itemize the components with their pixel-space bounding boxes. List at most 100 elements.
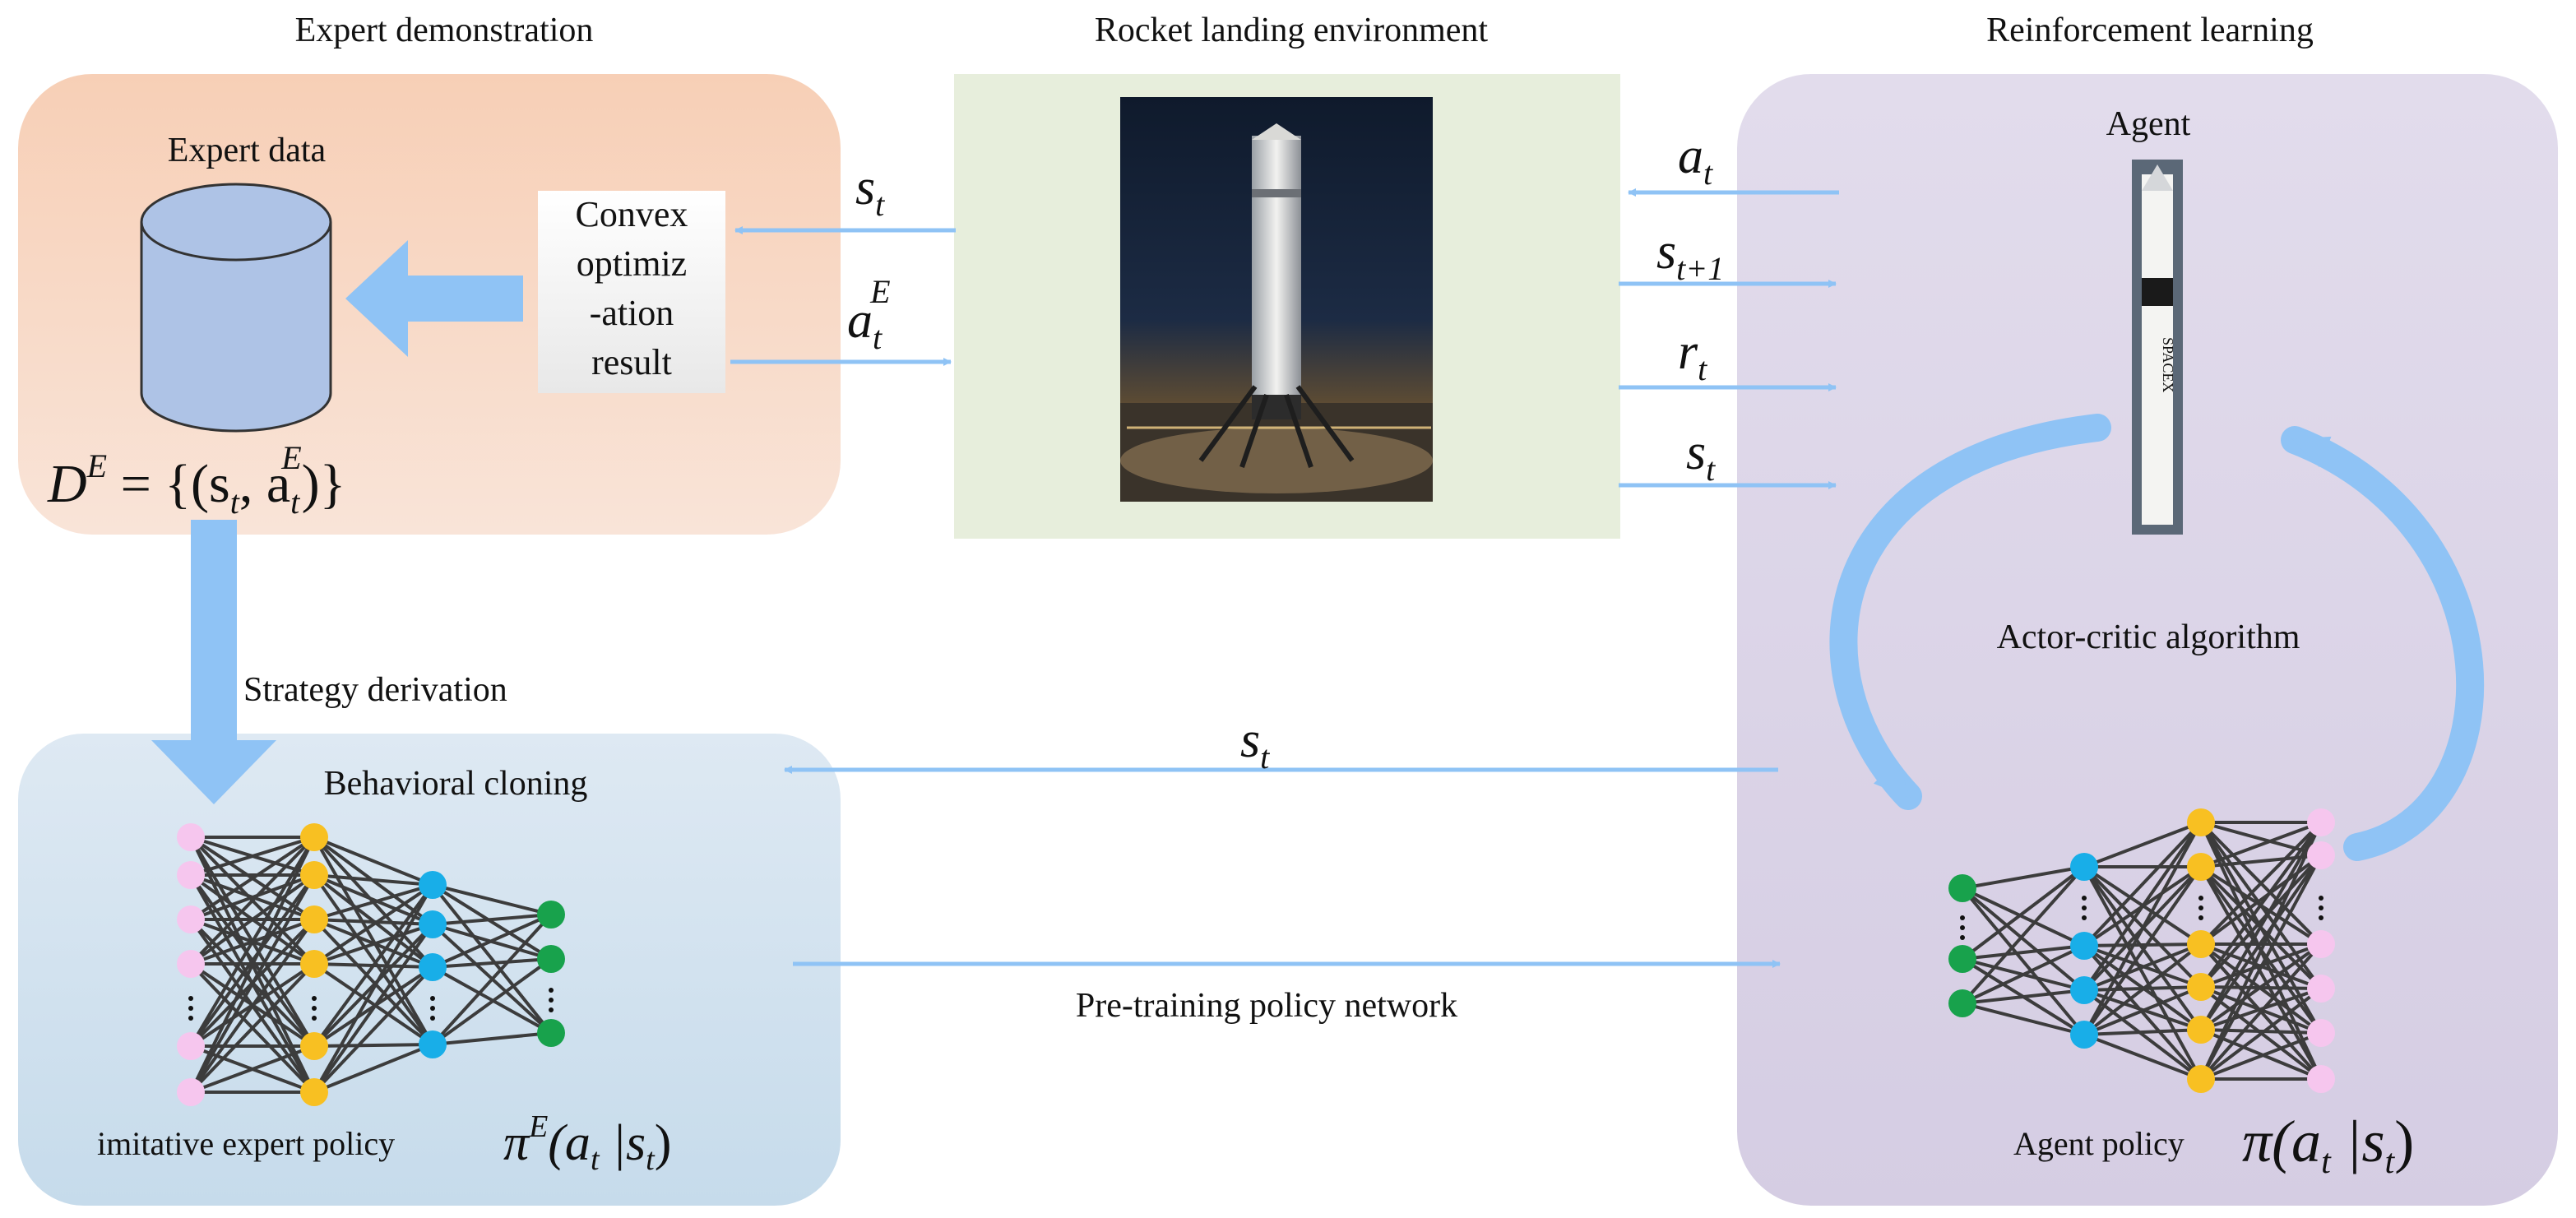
network-node (177, 861, 205, 889)
ellipsis-dot (312, 1016, 317, 1021)
ellipsis-dot (2198, 905, 2203, 910)
network-edge (2199, 854, 2323, 1031)
ellipsis-dot (2319, 896, 2323, 901)
network-edge (1961, 887, 2086, 1036)
bc-policy-label: imitative expert policy (97, 1125, 395, 1162)
database-cylinder-icon (140, 183, 332, 433)
convex-optimization-box (538, 191, 725, 393)
network-edge (2199, 854, 2323, 989)
network-node (1948, 874, 1976, 902)
network-edge (313, 873, 433, 887)
network-edge (313, 1043, 433, 1048)
ellipsis-dot (549, 998, 554, 1003)
network-node (2307, 930, 2335, 958)
network-node (2187, 1016, 2215, 1044)
network-edge (2083, 865, 2203, 1036)
network-node (2070, 1021, 2098, 1049)
network-edge (2199, 822, 2323, 1080)
ellipsis-dot (188, 1016, 193, 1021)
network-node (2070, 976, 2098, 1004)
network-edge (189, 836, 316, 1048)
network-edge (2199, 942, 2323, 1031)
network-edge (313, 883, 434, 1048)
network-edge (313, 1043, 433, 1094)
ellipsis-dot (2319, 915, 2323, 920)
section-title-environment: Rocket landing environment (1095, 12, 1489, 49)
network-edge (189, 873, 316, 966)
network-edge (432, 913, 552, 969)
agent-label: Agent (2106, 105, 2191, 143)
network-edge (190, 1044, 315, 1094)
network-edge (189, 874, 316, 1093)
network-node (177, 1032, 205, 1060)
network-edge (2199, 854, 2323, 1080)
network-edge (1962, 989, 2085, 1005)
ellipsis-dot (2198, 915, 2203, 920)
network-node (2187, 973, 2215, 1001)
network-edge (313, 883, 433, 921)
network-edge (1962, 944, 2085, 1005)
strategy-derivation-label: Strategy derivation (243, 671, 507, 709)
bc-neural-network (177, 823, 565, 1106)
network-edge (431, 883, 553, 961)
network-edge (2199, 854, 2323, 946)
formula-sub1: t (230, 484, 240, 521)
network-edge (313, 836, 434, 1045)
network-node (300, 823, 328, 851)
network-edge (2083, 821, 2202, 868)
network-edge (2083, 821, 2203, 947)
pretrain-label: Pre-training policy network (1076, 987, 1457, 1025)
network-edges (1961, 821, 2323, 1081)
convex-line-4: result (591, 342, 672, 382)
network-node (300, 861, 328, 889)
network-edge (432, 913, 552, 926)
formula-D-sup: E (86, 447, 107, 484)
ellipsis-dot (188, 996, 193, 1001)
network-edge (189, 873, 316, 1048)
network-edge (313, 883, 434, 966)
dataset-formula: DE = {(st, atE)} (47, 439, 345, 521)
ellipsis-dot (312, 996, 317, 1001)
label-rt: rt (1678, 324, 1707, 387)
agent-neural-network (1948, 808, 2335, 1093)
network-edge (1962, 1002, 2085, 1036)
rocket-landing-image (1120, 97, 1433, 502)
bc-title: Behavioral cloning (324, 765, 588, 803)
network-edge (2199, 821, 2323, 946)
network-node (537, 901, 565, 929)
network-edge (189, 836, 316, 921)
network-edge (313, 966, 434, 1094)
formula-close: )} (302, 454, 346, 514)
network-edge (431, 883, 553, 1035)
network-node (177, 823, 205, 851)
network-edge (2199, 821, 2323, 1031)
network-edge (2083, 821, 2203, 992)
formula-sup2: E (280, 439, 301, 476)
network-edge (313, 962, 434, 1046)
ellipsis-dot (549, 988, 554, 993)
network-node (2187, 1065, 2215, 1093)
ellipsis-dot (2082, 905, 2087, 910)
convex-line-2: optimiz (577, 243, 687, 284)
ellipsis-dot (1960, 935, 1965, 940)
actor-critic-label: Actor-critic algorithm (1997, 618, 2300, 656)
network-node (537, 1019, 565, 1047)
network-edge (189, 836, 316, 1093)
network-node (419, 871, 447, 899)
actor-critic-arrow-left (1829, 414, 2111, 810)
rocket-agent-text: SPACEX (2160, 337, 2176, 392)
network-edge (189, 918, 316, 1094)
network-edge (313, 918, 434, 1046)
label-st-mid: st (1240, 712, 1270, 776)
network-edge (313, 884, 434, 1093)
network-node (1948, 989, 1976, 1017)
network-edge (2200, 1028, 2322, 1035)
network-node (537, 945, 565, 973)
formula-eq: = {(s (107, 454, 230, 514)
network-edge (432, 1031, 552, 1046)
ellipsis-dot (188, 1006, 193, 1011)
network-edge (2199, 987, 2323, 1081)
network-edges (189, 836, 553, 1094)
network-node (2307, 975, 2335, 1003)
convex-line-3: -ation (590, 293, 674, 333)
